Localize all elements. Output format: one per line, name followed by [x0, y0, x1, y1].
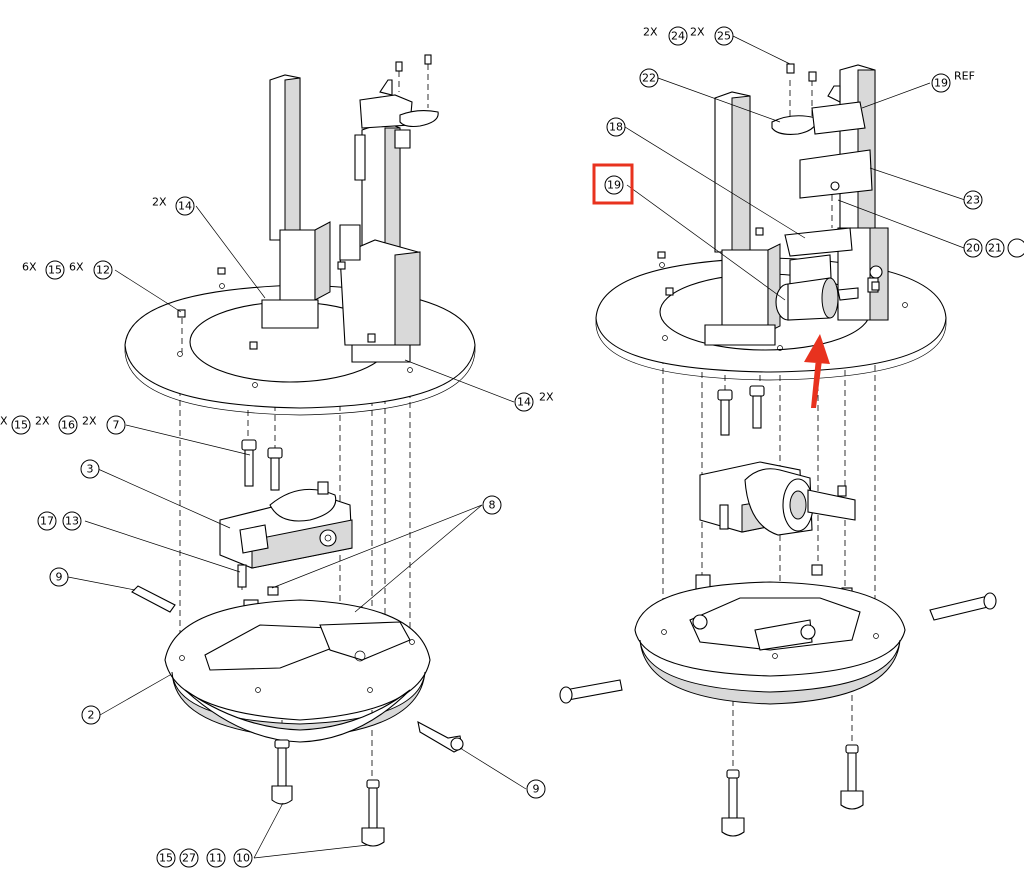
balloon-19-ref: 19: [934, 77, 948, 90]
right-bottom-bolts: [721, 744, 864, 837]
right-motor: [775, 227, 859, 321]
balloon-13: 13: [65, 515, 79, 528]
balloon-17: 17: [40, 515, 54, 528]
balloon-18: 18: [609, 121, 623, 134]
left-column-a: [261, 74, 331, 329]
balloon-27: 27: [182, 852, 196, 865]
balloon-24: 24: [671, 30, 685, 43]
balloon-14-top: 14: [178, 200, 192, 213]
right-top-bracket: [771, 63, 873, 199]
left-bottom-bolts: [271, 739, 385, 847]
balloon-25: 25: [717, 30, 731, 43]
quantity-labels: 2X 2X REF 2X 6X 6X 2X X 2X 2X: [0, 26, 975, 428]
left-top-bracket: [359, 79, 439, 149]
balloon-14-right: 14: [517, 396, 531, 409]
qty-2x-14-top: 2X: [152, 196, 167, 209]
left-column-b: [339, 121, 421, 363]
qty-2x-7: 2X: [82, 415, 97, 428]
qty-6x-15: 6X: [22, 261, 37, 274]
left-middle-module: [219, 481, 353, 569]
qty-2x-25: 2X: [690, 26, 705, 39]
left-assembly: [124, 54, 476, 847]
qty-2x-14-right: 2X: [539, 391, 554, 404]
balloon-22: 22: [642, 72, 656, 85]
balloon-2: 2: [88, 709, 95, 722]
ref-label: REF: [954, 70, 975, 83]
right-assembly: [559, 63, 997, 837]
left-base: [164, 599, 431, 743]
balloon-7: 7: [113, 419, 120, 432]
balloon-23: 23: [966, 194, 980, 207]
right-column-a: [704, 91, 781, 346]
balloon-10: 10: [236, 852, 250, 865]
balloon-9-left: 9: [56, 571, 63, 584]
balloon-9-bottom: 9: [533, 783, 540, 796]
left-side-screws: [131, 585, 464, 753]
leader-lines: [67, 35, 966, 859]
balloons: 24 25 22 18 19 19 23 20 21 14 15 12 14 1…: [11, 26, 1024, 868]
balloon-11: 11: [209, 852, 223, 865]
right-base: [634, 581, 906, 705]
balloon-15-bottom: 15: [159, 852, 173, 865]
balloon-20: 20: [966, 242, 980, 255]
right-side-screws: [559, 592, 997, 704]
right-middle-module: [699, 461, 856, 536]
balloon-12: 12: [96, 264, 110, 277]
right-socket-screws: [717, 385, 765, 436]
qty-2x-16: 2X: [35, 415, 50, 428]
balloon-15-mid: 15: [14, 419, 28, 432]
balloon-19-highlighted: 19: [607, 179, 621, 192]
balloon-16: 16: [61, 419, 75, 432]
balloon-3: 3: [87, 463, 94, 476]
left-socket-screws: [241, 439, 283, 491]
qty-6x-12: 6X: [69, 261, 84, 274]
highlight-box: [592, 163, 634, 205]
balloon-15-top: 15: [48, 264, 62, 277]
qty-2x-24: 2X: [643, 26, 658, 39]
red-arrow-icon: [804, 334, 830, 408]
right-plate-screws: [657, 227, 880, 296]
balloon-8: 8: [489, 499, 496, 512]
balloon-21: 21: [988, 242, 1002, 255]
qty-x-15: X: [0, 415, 8, 428]
left-top-screws: [177, 54, 432, 352]
